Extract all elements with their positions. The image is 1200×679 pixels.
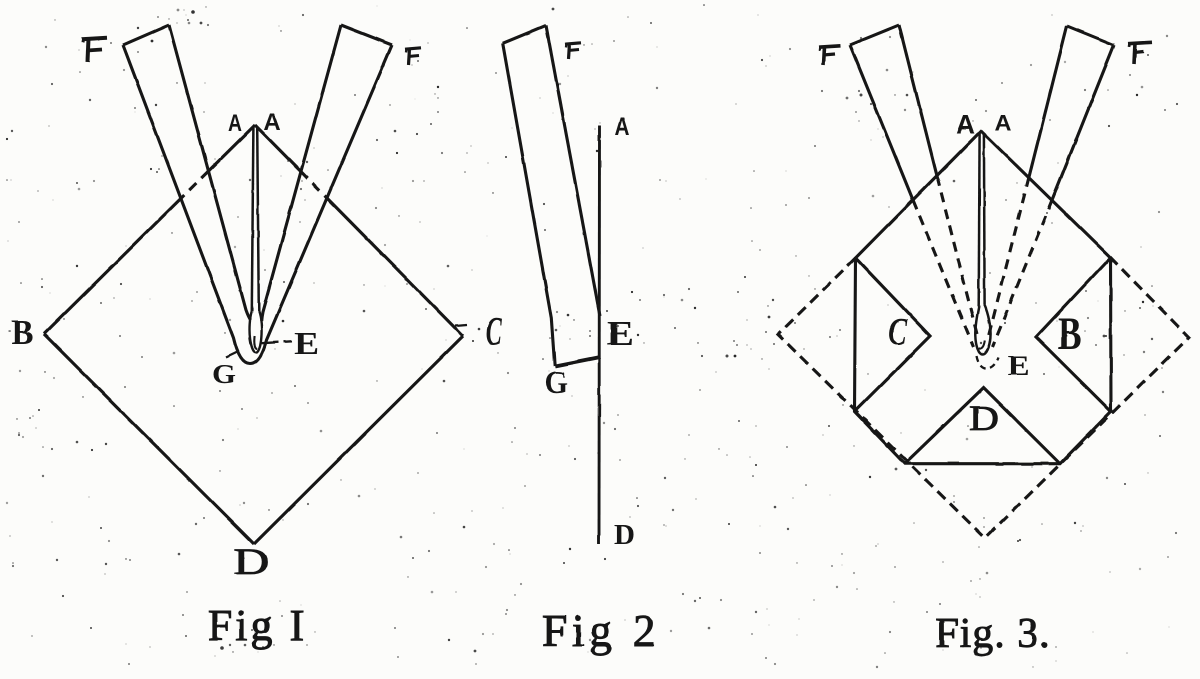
svg-text:E: E <box>607 314 634 353</box>
svg-text:E: E <box>294 325 319 361</box>
svg-text:G: G <box>545 365 568 401</box>
svg-text:B: B <box>12 313 34 352</box>
svg-text:Fig. 3.: Fig. 3. <box>935 611 1051 657</box>
svg-text:D: D <box>969 398 999 438</box>
svg-text:A: A <box>995 111 1012 136</box>
svg-text:Fig 2: Fig 2 <box>542 605 660 656</box>
svg-text:B: B <box>1058 308 1082 360</box>
svg-text:E: E <box>1008 351 1030 382</box>
svg-text:Fig I: Fig I <box>208 601 307 650</box>
svg-text:C: C <box>486 309 503 354</box>
svg-text:A: A <box>615 113 630 141</box>
svg-text:A: A <box>228 110 242 137</box>
svg-text:C: C <box>888 311 907 353</box>
svg-text:G: G <box>212 359 236 389</box>
svg-text:A: A <box>263 109 280 136</box>
svg-text:D: D <box>614 519 635 551</box>
svg-text:A: A <box>956 110 976 140</box>
svg-text:D: D <box>233 542 269 583</box>
